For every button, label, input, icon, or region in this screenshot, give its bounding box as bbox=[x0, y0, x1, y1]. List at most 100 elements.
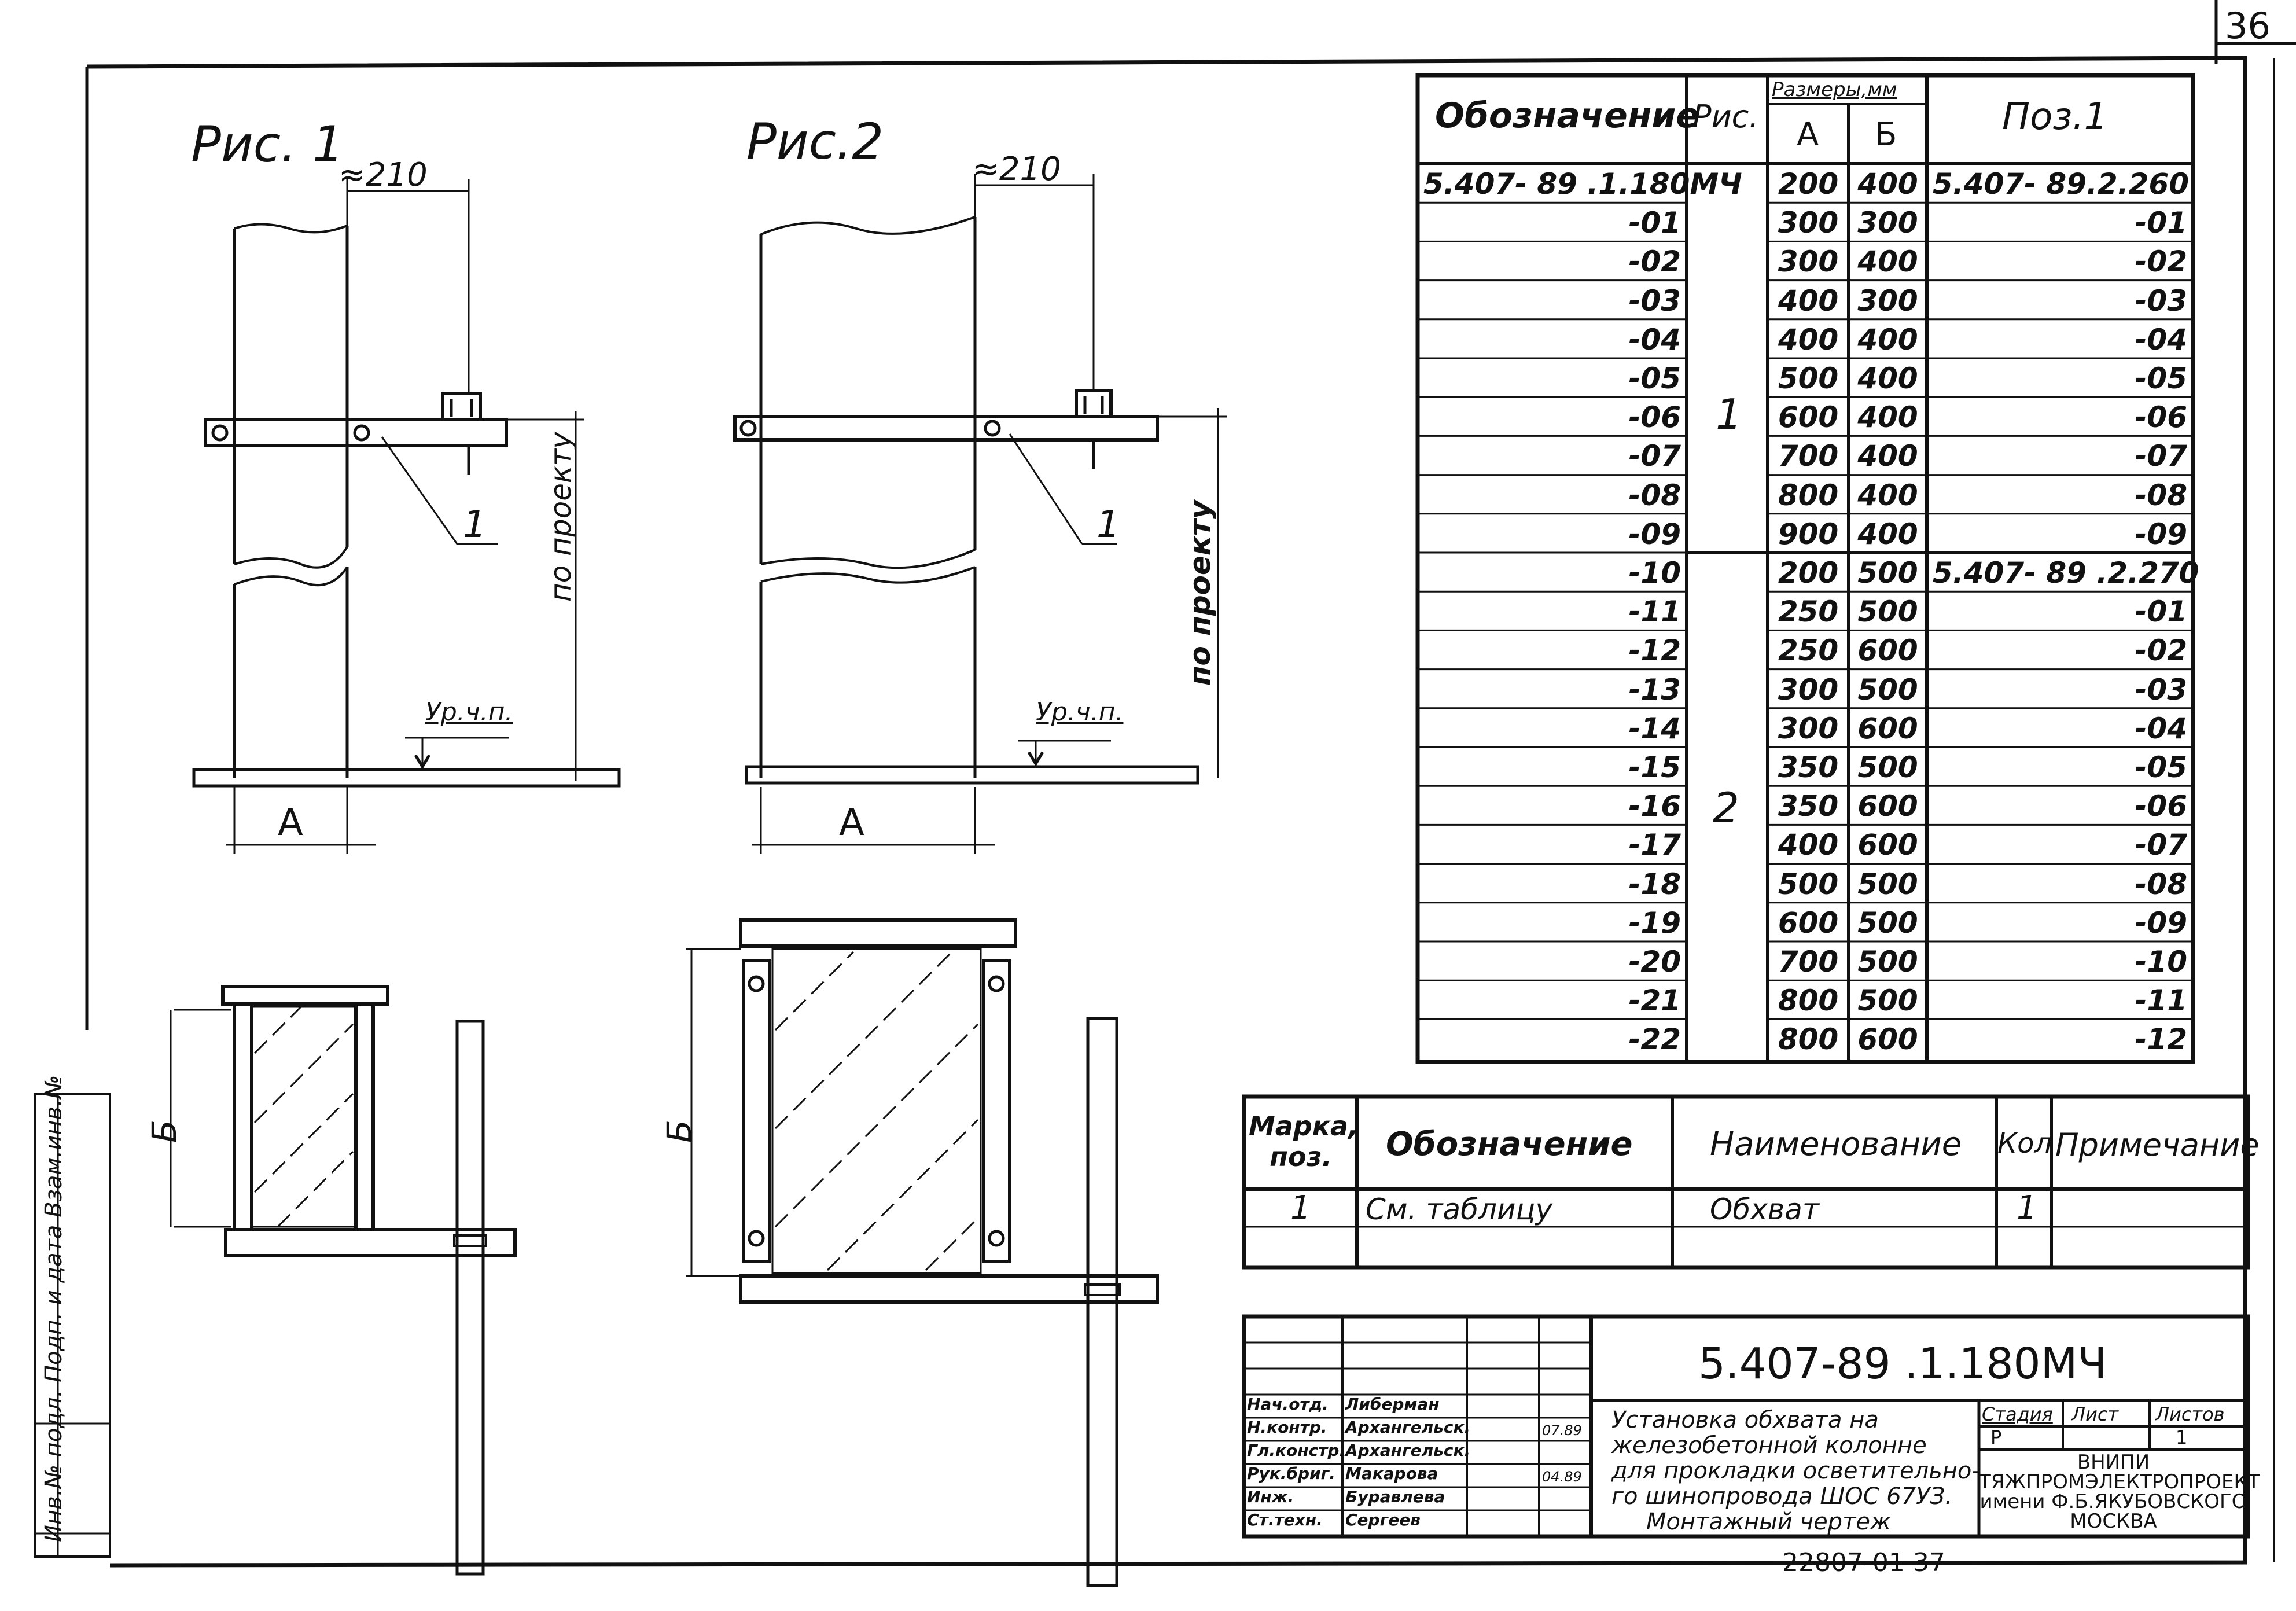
row-size-b: 400 bbox=[1857, 478, 1918, 512]
fig1-dim-b: Б bbox=[145, 1120, 184, 1143]
row-designation: -17 bbox=[1628, 828, 1681, 862]
row-pos: -07 bbox=[2135, 828, 2187, 862]
row-size-b: 400 bbox=[1857, 362, 1918, 395]
row-size-a: 500 bbox=[1778, 362, 1839, 395]
row-designation: -02 bbox=[1628, 245, 1681, 279]
row-designation: -08 bbox=[1628, 478, 1681, 512]
row-size-b: 500 bbox=[1857, 751, 1918, 784]
row-size-b: 600 bbox=[1857, 1022, 1918, 1057]
row-pos: -07 bbox=[2135, 439, 2187, 473]
row-pos: -02 bbox=[2135, 245, 2187, 279]
bottom-number: 22807-01 37 bbox=[1782, 1548, 1945, 1577]
row-pos: -04 bbox=[2135, 711, 2187, 745]
sheet-number: 36 bbox=[2225, 5, 2271, 47]
row-size-a: 250 bbox=[1778, 634, 1839, 668]
fig2-pos-label: 1 bbox=[1097, 503, 1120, 546]
row-pos: -02 bbox=[2135, 634, 2187, 668]
header-sizes: Размеры,мм bbox=[1772, 78, 1897, 101]
header-a: А bbox=[1797, 116, 1819, 153]
row-pos: 5.407- 89.2.260 bbox=[1933, 167, 2190, 201]
row-size-b: 500 bbox=[1857, 984, 1918, 1018]
row-size-a: 500 bbox=[1778, 867, 1839, 901]
stamp-title-line: Установка обхвата на bbox=[1611, 1407, 1879, 1433]
stamp-org-line: ВНИПИ bbox=[2077, 1451, 2150, 1474]
row-designation: -03 bbox=[1628, 284, 1681, 318]
stamp-title-line: железобетонной колонне bbox=[1611, 1432, 1927, 1459]
spec-header-qty: Кол. bbox=[1997, 1130, 2051, 1157]
row-size-a: 400 bbox=[1778, 828, 1839, 862]
row-designation: -04 bbox=[1628, 322, 1681, 356]
fig1-title: Рис. 1 bbox=[191, 116, 344, 174]
row-size-a: 800 bbox=[1778, 1022, 1839, 1057]
header-designation: Обозначение bbox=[1435, 95, 1700, 136]
fig2-dim-top: ≈210 bbox=[972, 150, 1061, 188]
stamp-title-line: Монтажный чертеж bbox=[1646, 1509, 1892, 1535]
spec-row-qty: 1 bbox=[2017, 1189, 2037, 1227]
header-b: Б bbox=[1875, 116, 1897, 153]
row-size-b: 500 bbox=[1857, 556, 1918, 590]
stamp-date-2: 04.89 bbox=[1542, 1469, 1582, 1485]
fig2-dim-a: A bbox=[839, 801, 864, 844]
row-size-b: 600 bbox=[1857, 711, 1918, 745]
row-pos: -08 bbox=[2135, 478, 2187, 512]
row-pos: -05 bbox=[2135, 751, 2187, 784]
spec-row-mark: 1 bbox=[1290, 1189, 1311, 1227]
row-designation: 5.407- 89 .1.180МЧ bbox=[1423, 167, 1742, 201]
row-designation: -10 bbox=[1628, 556, 1681, 590]
stamp-org-line: МОСКВА bbox=[2070, 1510, 2157, 1533]
row-size-a: 800 bbox=[1778, 984, 1839, 1018]
spec-row-designation: См. таблицу bbox=[1366, 1193, 1553, 1226]
fig-group-1: 1 bbox=[1716, 390, 1742, 439]
row-size-b: 500 bbox=[1857, 867, 1918, 901]
row-designation: -21 bbox=[1628, 984, 1681, 1018]
row-size-b: 400 bbox=[1857, 439, 1918, 473]
stamp-name: Архангельск. bbox=[1345, 1441, 1471, 1460]
row-designation: -11 bbox=[1628, 595, 1681, 629]
fig1-level-label: Ур.ч.п. bbox=[425, 697, 513, 727]
row-size-a: 600 bbox=[1778, 400, 1839, 435]
row-size-a: 300 bbox=[1778, 672, 1839, 707]
row-designation: -12 bbox=[1628, 634, 1681, 668]
spec-header-name: Наименование bbox=[1710, 1126, 1962, 1163]
stamp-role: Нач.отд. bbox=[1247, 1395, 1329, 1414]
stamp-role: Рук.бриг. bbox=[1247, 1464, 1335, 1483]
stamp-title-line: для прокладки осветительно- bbox=[1611, 1458, 1980, 1484]
row-size-b: 600 bbox=[1857, 828, 1918, 862]
row-size-a: 300 bbox=[1778, 206, 1839, 240]
row-size-a: 300 bbox=[1778, 245, 1839, 279]
spec-row-name: Обхват bbox=[1710, 1193, 1820, 1226]
row-pos: -05 bbox=[2135, 362, 2187, 395]
row-size-a: 700 bbox=[1778, 945, 1839, 979]
row-designation: -19 bbox=[1628, 906, 1681, 940]
row-size-b: 300 bbox=[1857, 284, 1918, 318]
row-size-a: 300 bbox=[1778, 711, 1839, 745]
stamp-stage: Р bbox=[1990, 1426, 2002, 1448]
row-size-a: 800 bbox=[1778, 478, 1839, 512]
row-designation: -06 bbox=[1628, 400, 1681, 435]
row-size-b: 500 bbox=[1857, 945, 1918, 979]
stamp-org-line: имени Ф.Б.ЯКУБОВСКОГО bbox=[1979, 1490, 2247, 1513]
stamp-org-line: ТЯЖПРОМЭЛЕКТРОПРОЕКТ bbox=[1979, 1470, 2260, 1494]
stamp-role: Инж. bbox=[1247, 1487, 1294, 1506]
side-label: Инв.№ подл. Подп. и дата Взам.инв.№ bbox=[41, 1075, 67, 1542]
stamp-role: Гл.констр. bbox=[1247, 1441, 1346, 1460]
row-size-b: 500 bbox=[1857, 906, 1918, 940]
row-pos: -11 bbox=[2135, 984, 2187, 1018]
row-size-b: 400 bbox=[1857, 517, 1918, 551]
header-pos: Поз.1 bbox=[2002, 95, 2108, 138]
stamp-stage-label: Стадия bbox=[1982, 1403, 2053, 1425]
row-designation: -07 bbox=[1628, 439, 1681, 473]
row-size-a: 200 bbox=[1778, 556, 1839, 590]
row-size-a: 900 bbox=[1778, 517, 1839, 551]
row-size-b: 400 bbox=[1857, 400, 1918, 435]
row-pos: -12 bbox=[2135, 1022, 2187, 1057]
row-size-b: 600 bbox=[1857, 634, 1918, 668]
row-size-b: 300 bbox=[1857, 206, 1918, 240]
row-designation: -16 bbox=[1628, 789, 1681, 823]
row-size-b: 500 bbox=[1857, 595, 1918, 629]
fig2-project-label: по проекту bbox=[1183, 500, 1217, 686]
row-size-a: 200 bbox=[1778, 167, 1839, 201]
row-pos: 5.407- 89 .2.270 bbox=[1933, 556, 2199, 590]
row-size-a: 700 bbox=[1778, 439, 1839, 473]
